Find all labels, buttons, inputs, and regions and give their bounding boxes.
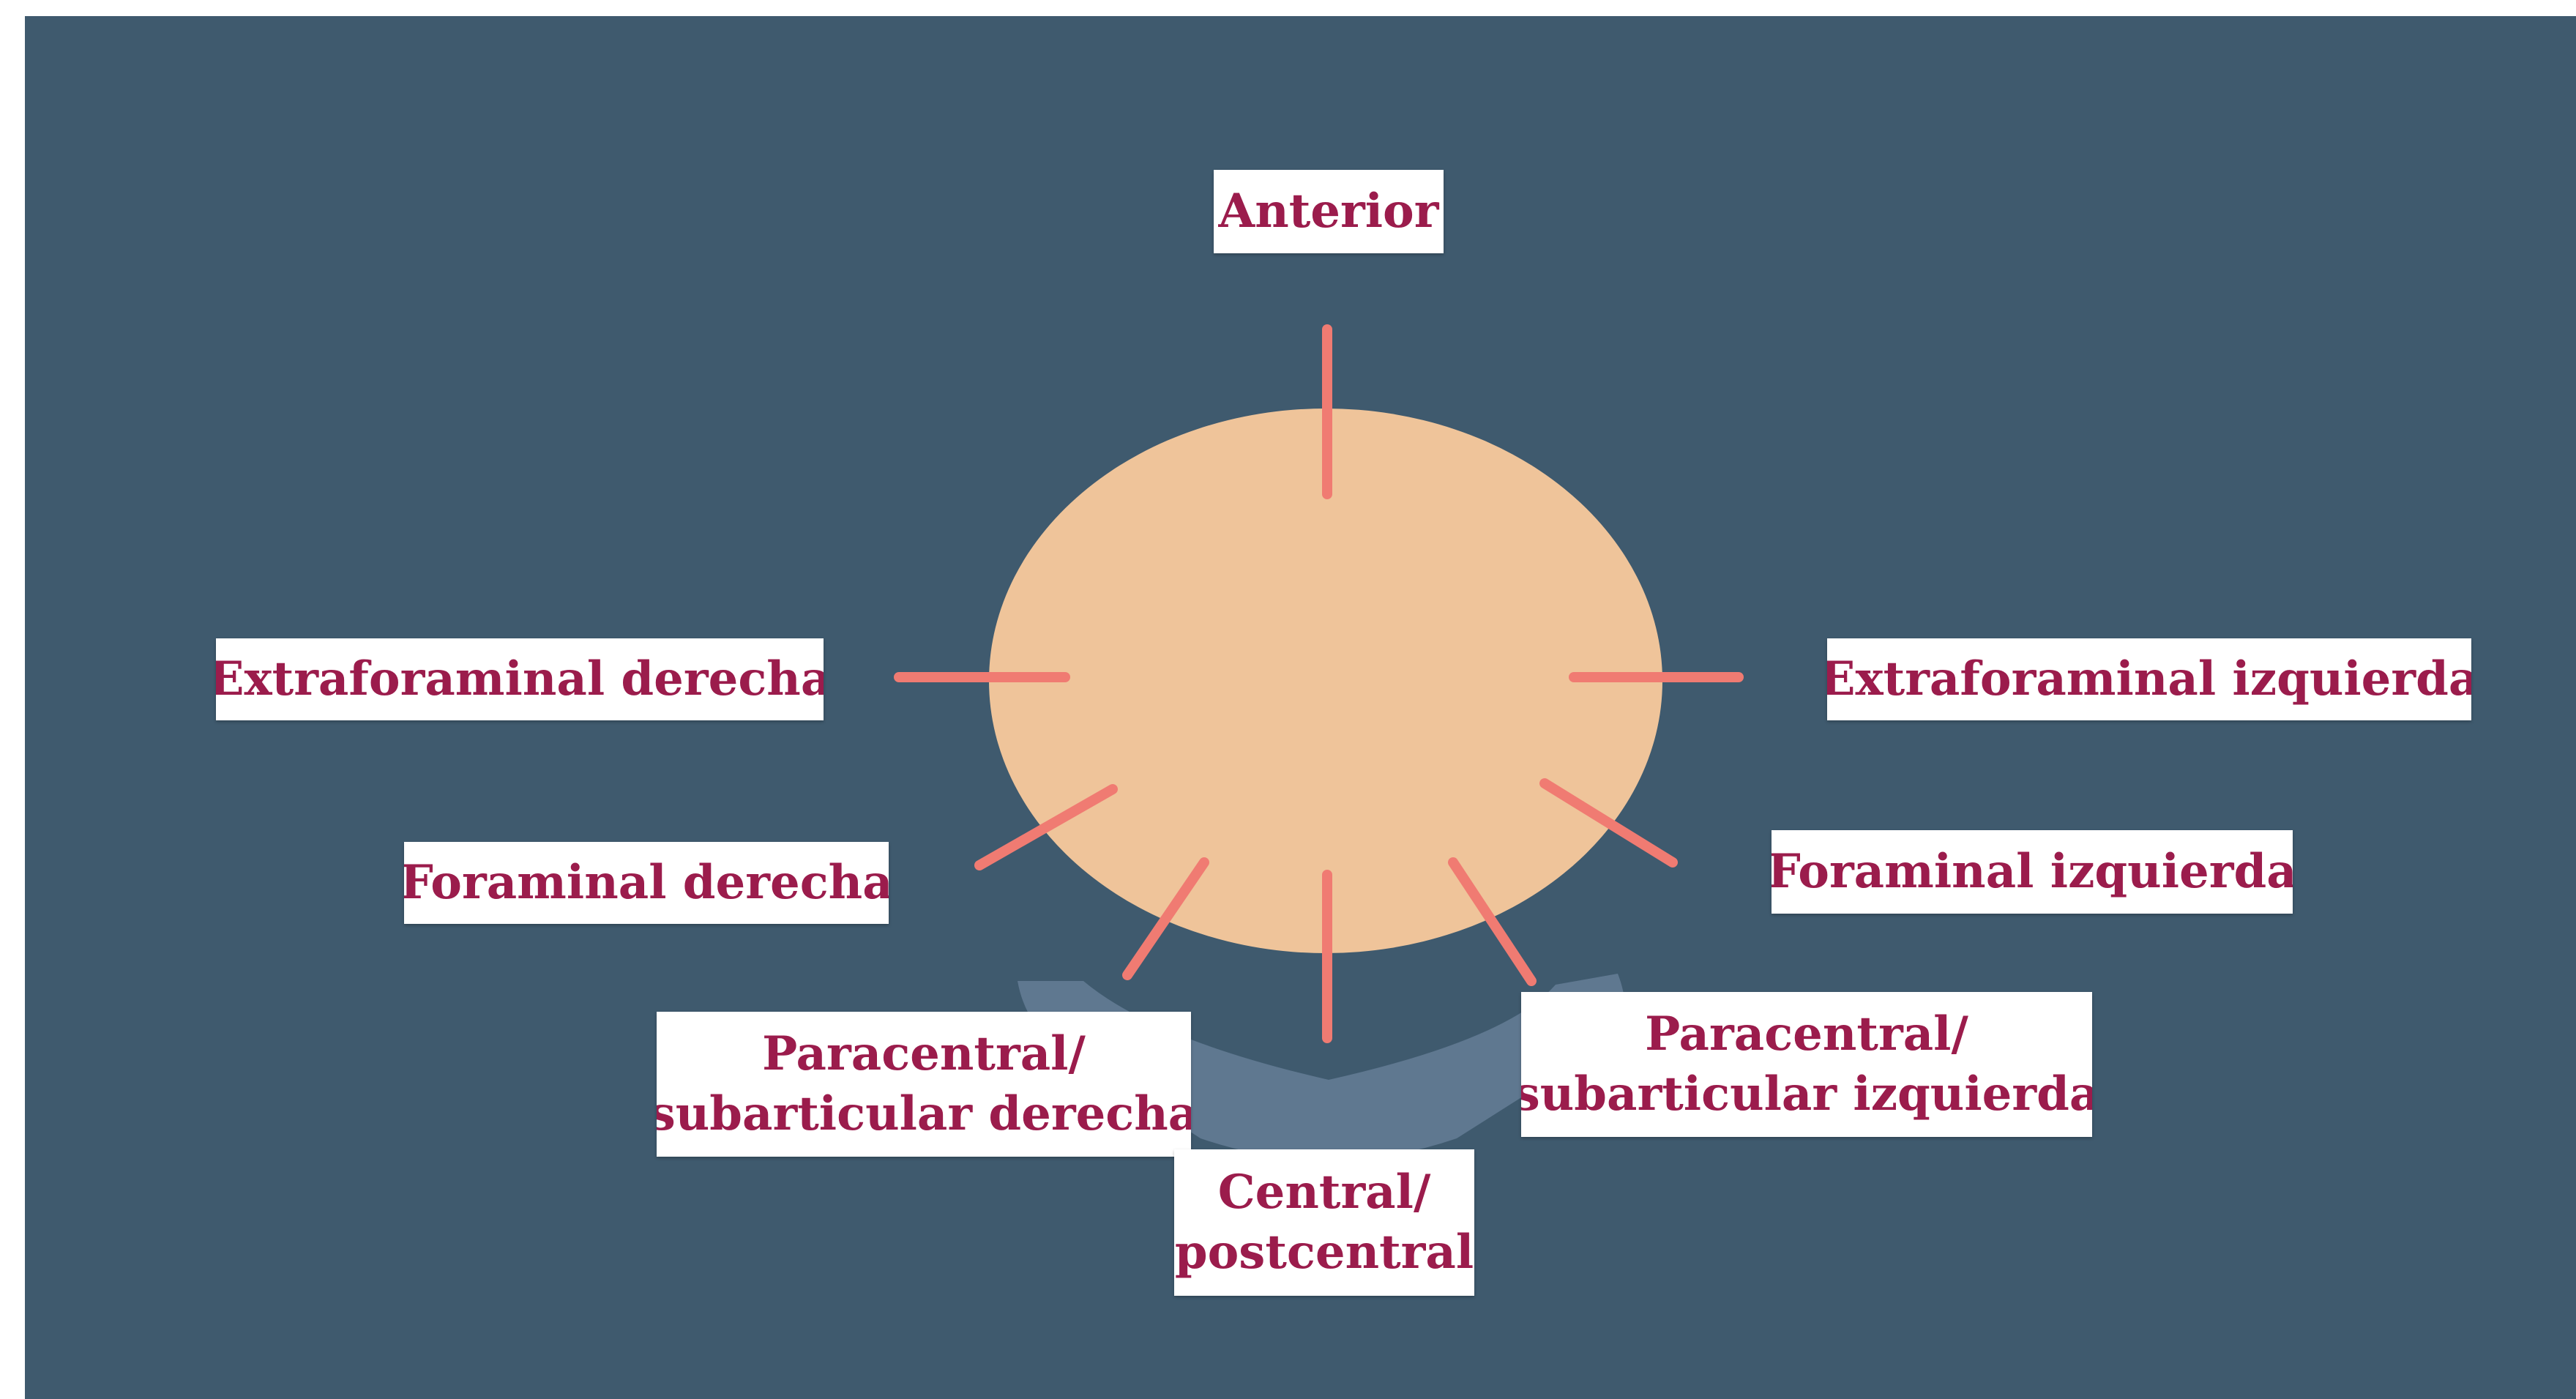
label-paracentral-derecha-line2: subarticular derecha <box>657 1084 1191 1144</box>
label-extraforaminal-izquierda-text: Extraforaminal izquierda <box>1827 649 2471 709</box>
label-foraminal-derecha: Foraminal derecha <box>404 842 889 924</box>
label-paracentral-izquierda-line1: Paracentral/ <box>1645 1004 1968 1064</box>
label-anterior: Anterior <box>1214 170 1444 253</box>
label-foraminal-izquierda: Foraminal izquierda <box>1772 830 2293 914</box>
label-paracentral-izquierda: Paracentral/ subarticular izquierda <box>1521 992 2092 1137</box>
label-foraminal-izquierda-text: Foraminal izquierda <box>1772 842 2293 902</box>
label-foraminal-derecha-text: Foraminal derecha <box>404 853 889 913</box>
label-paracentral-izquierda-line2: subarticular izquierda <box>1521 1064 2092 1124</box>
label-anterior-text: Anterior <box>1219 182 1439 242</box>
label-central-line1: Central/ <box>1218 1163 1431 1223</box>
label-central-line2: postcentral <box>1175 1223 1474 1283</box>
label-extraforaminal-derecha: Extraforaminal derecha <box>216 638 824 720</box>
label-paracentral-derecha-line1: Paracentral/ <box>762 1024 1086 1084</box>
label-extraforaminal-izquierda: Extraforaminal izquierda <box>1827 638 2471 720</box>
label-central: Central/ postcentral <box>1174 1149 1474 1296</box>
label-extraforaminal-derecha-text: Extraforaminal derecha <box>216 649 824 709</box>
label-paracentral-derecha: Paracentral/ subarticular derecha <box>657 1012 1191 1157</box>
